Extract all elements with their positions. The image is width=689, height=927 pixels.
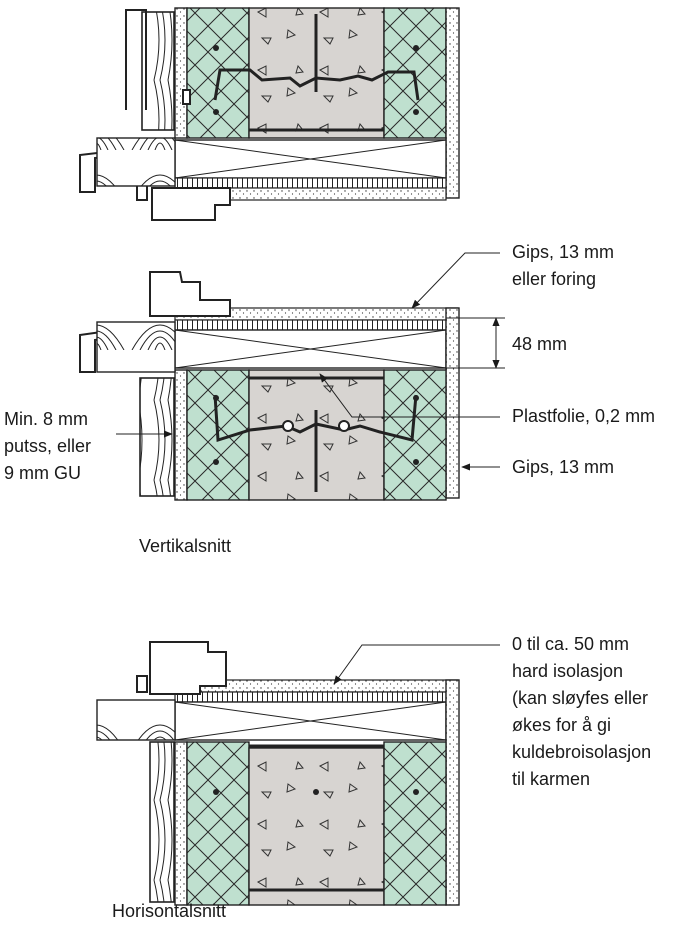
sash-profile (151, 187, 231, 221)
insulation-right (383, 741, 447, 906)
label-dim-48: 48 mm (512, 334, 567, 354)
wood-section (96, 321, 176, 373)
caption-vertikalsnitt: Vertikalsnitt (139, 536, 231, 556)
tie-point (413, 789, 419, 795)
label-gips-top-1: Gips, 13 mm (512, 242, 614, 262)
leader-plastfolie (319, 373, 500, 418)
label-gips-right: Gips, 13 mm (512, 457, 614, 477)
tie-point (313, 789, 319, 795)
label-putss-1: Min. 8 mm (4, 409, 88, 429)
label-isolasjon-4: økes for å gi (512, 715, 611, 735)
tie-point (213, 395, 219, 401)
label-isolasjon-6: til karmen (512, 769, 590, 789)
sash-profile (149, 271, 231, 317)
section-top (79, 7, 460, 221)
sash-profile (149, 641, 227, 695)
cladding-board (149, 741, 175, 903)
insulation-left (186, 741, 250, 906)
tie-point (213, 459, 219, 465)
frame-cross (174, 701, 447, 741)
label-isolasjon-3: (kan sløyfes eller (512, 688, 648, 708)
tie-point (213, 109, 219, 115)
caption-horisontalsnitt: Horisontalsnitt (112, 901, 226, 921)
cladding-board (141, 11, 175, 131)
cladding-outline (125, 9, 147, 110)
tie-point (413, 109, 419, 115)
fixing (182, 89, 191, 105)
foil-strip (174, 177, 447, 189)
rebar-ring (282, 420, 294, 432)
gips-board (445, 7, 460, 199)
render-layer-left (174, 741, 188, 906)
tie-point (213, 789, 219, 795)
render-layer-left (174, 369, 188, 501)
cladding-board (139, 377, 175, 497)
label-gips-top-2: eller foring (512, 269, 596, 289)
label-isolasjon-1: 0 til ca. 50 mm (512, 634, 629, 654)
foil-strip (174, 691, 447, 703)
foil-strip (174, 319, 447, 331)
frame-cross (174, 329, 447, 369)
gips-board (445, 307, 460, 499)
render-layer-left (174, 7, 188, 139)
glazing-bead (136, 675, 148, 693)
label-plastfolie: Plastfolie, 0,2 mm (512, 406, 655, 426)
wood-section (96, 137, 176, 187)
leader-isolasjon (333, 644, 500, 685)
wood-section (96, 699, 176, 741)
label-isolasjon-2: hard isolasjon (512, 661, 623, 681)
rebar-ring (338, 420, 350, 432)
label-isolasjon-5: kuldebroisolasjon (512, 742, 651, 762)
tie-point (413, 45, 419, 51)
gips-board (445, 679, 460, 906)
leaders (116, 252, 500, 685)
tie-point (413, 459, 419, 465)
label-putss-3: 9 mm GU (4, 463, 81, 483)
label-putss-2: putss, eller (4, 436, 91, 456)
section-middle (79, 271, 505, 501)
tie-point (213, 45, 219, 51)
leader-gips-top (411, 252, 500, 309)
labels: Gips, 13 mm eller foring 48 mm Plastfoli… (4, 242, 655, 921)
concrete-core (248, 747, 385, 906)
frame-cross (174, 139, 447, 179)
section-bottom (96, 641, 460, 906)
tie-point (413, 395, 419, 401)
